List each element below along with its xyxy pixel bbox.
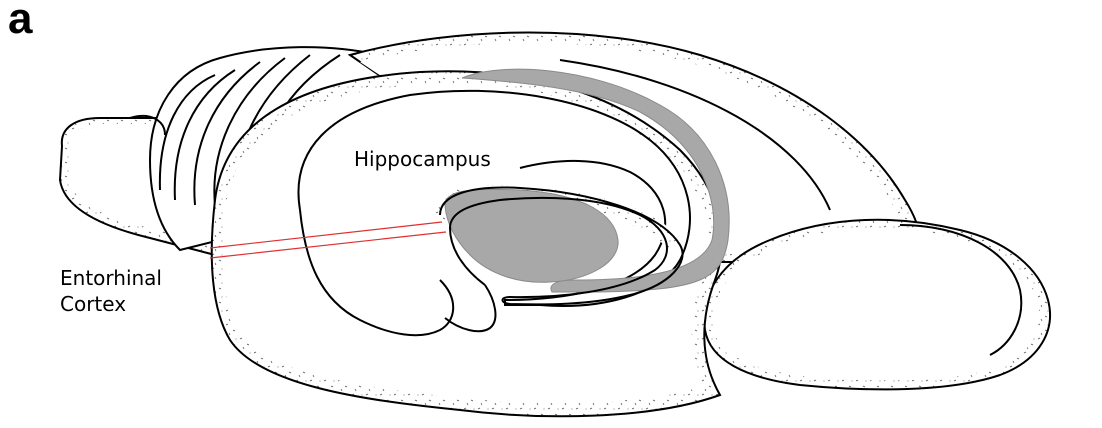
entorhinal-cortex-label: Entorhinal Cortex <box>60 265 162 317</box>
entorhinal-label-line2: Cortex <box>60 291 162 317</box>
hippocampus-label: Hippocampus <box>354 146 491 172</box>
panel-letter: a <box>8 0 32 44</box>
entorhinal-label-line1: Entorhinal <box>60 265 162 291</box>
